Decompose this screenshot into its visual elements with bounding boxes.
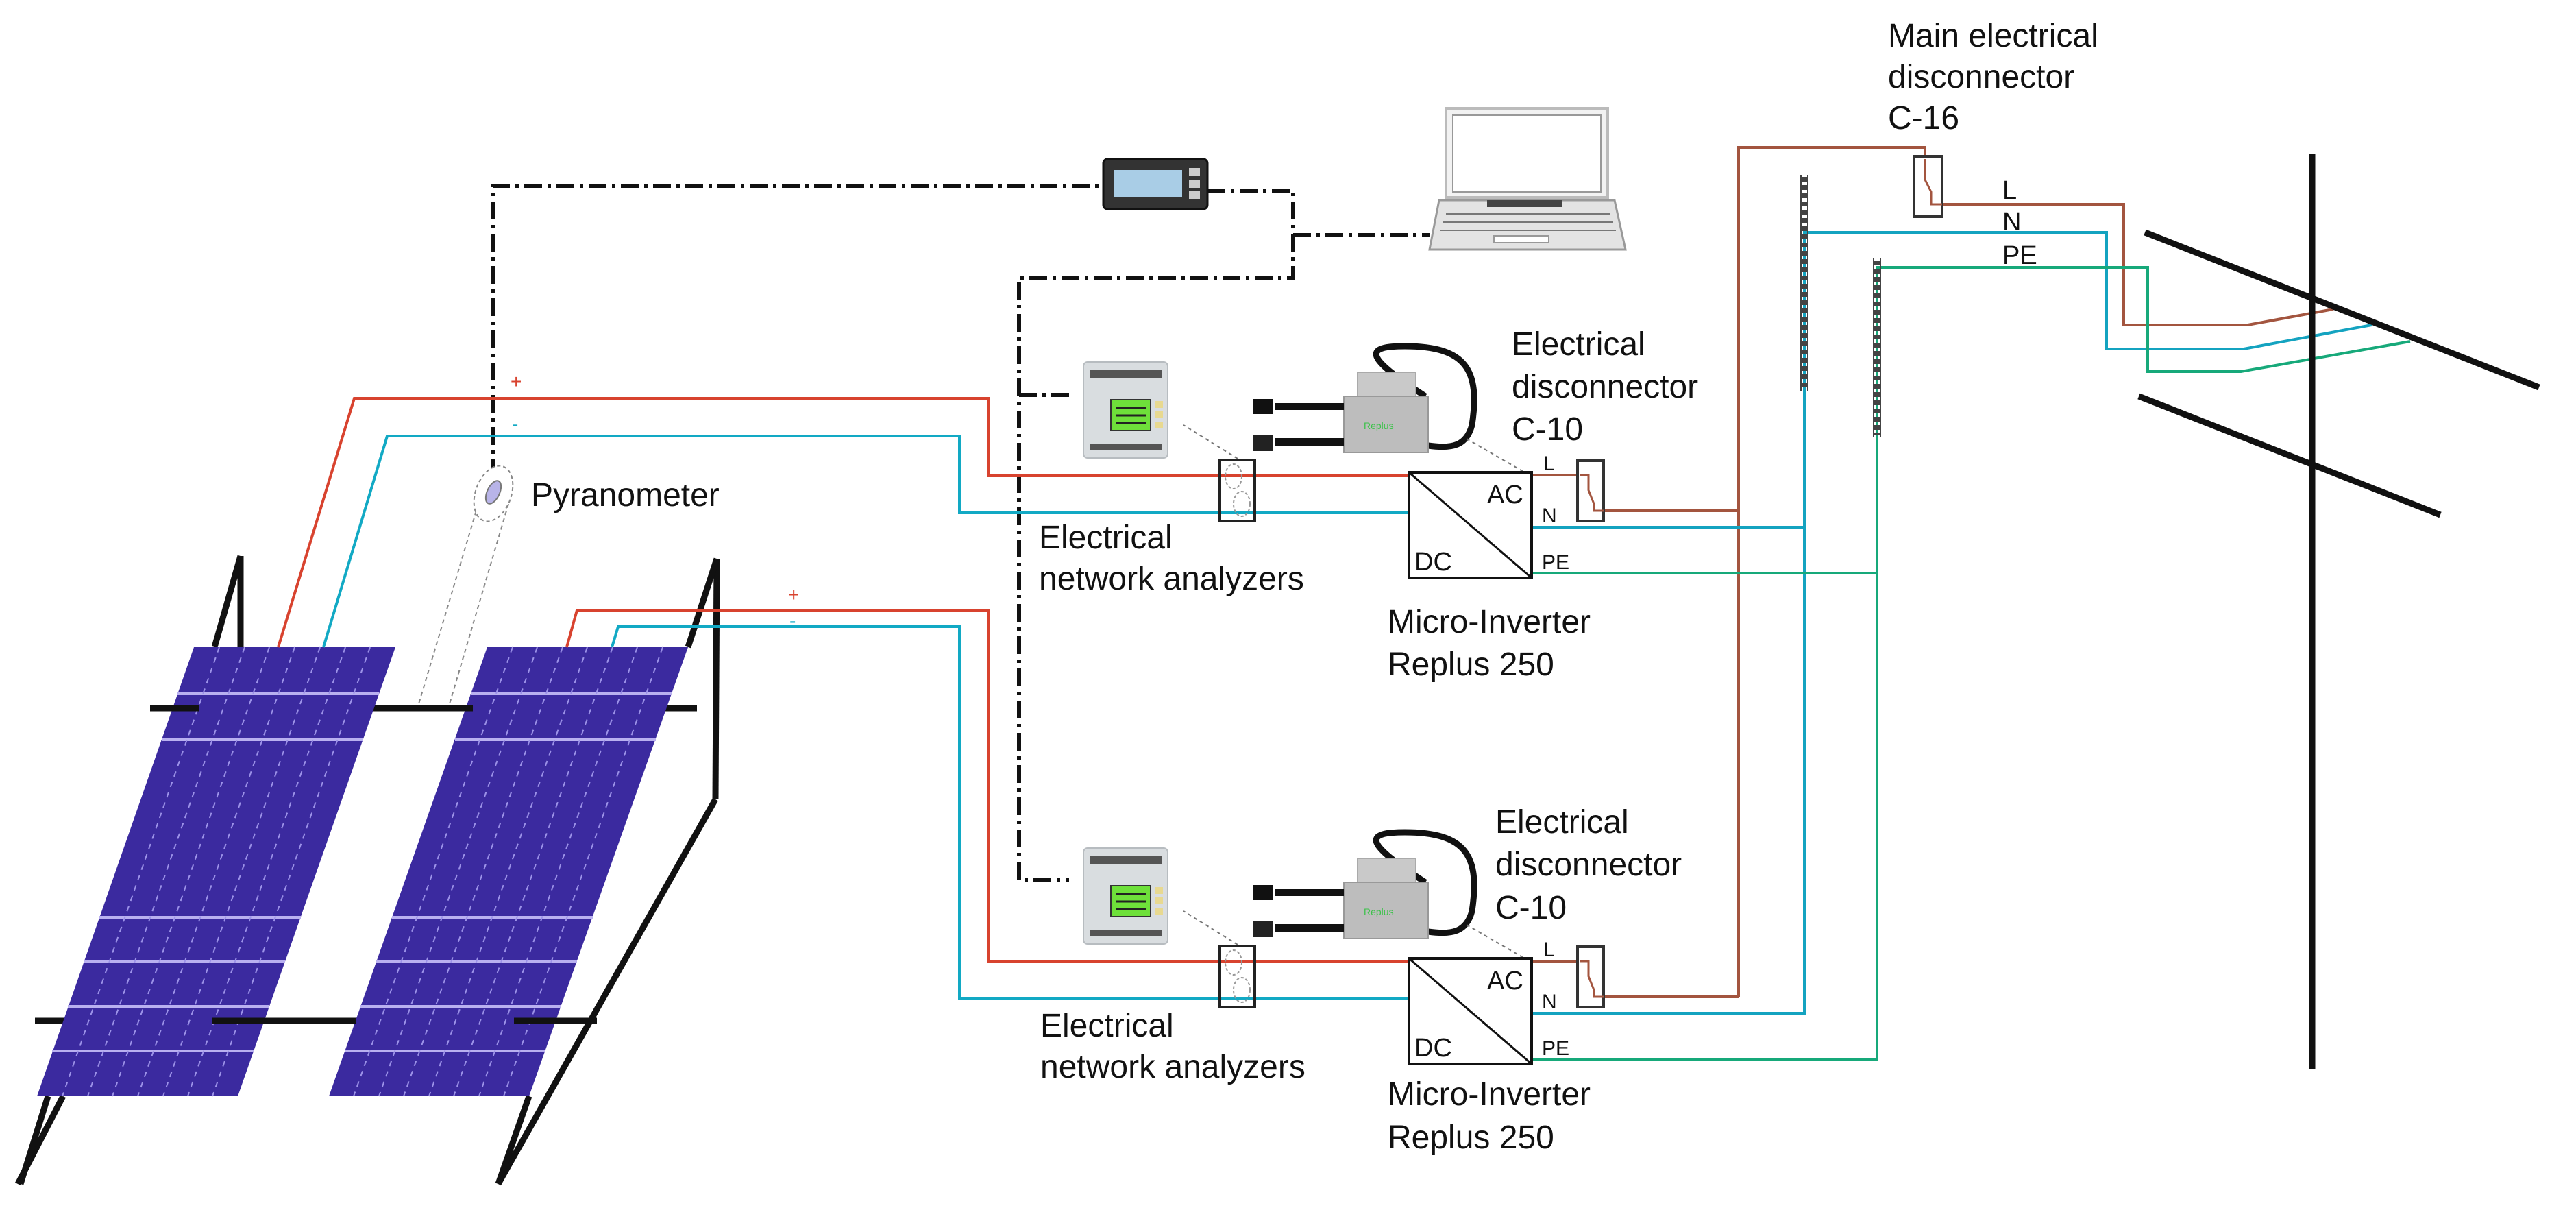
- micro-inverter-icon: Replus: [1253, 343, 1477, 453]
- network-analyzer-icon: [1083, 361, 1168, 459]
- utility-pole-icon: [2137, 154, 2540, 1069]
- disconnector-label-2: disconnector: [1495, 847, 1682, 883]
- dc-label: DC: [1414, 1034, 1452, 1063]
- dc-minus-label: -: [512, 413, 518, 435]
- main-disconnector-label-3: C-16: [1888, 100, 1959, 136]
- ac-wires: [1532, 146, 2411, 1061]
- branch-1: Electrical network analyzers Replus AC D…: [1039, 326, 1698, 683]
- current-sensor-icon: [1218, 945, 1256, 1008]
- network-analyzer-icon: [1083, 847, 1168, 945]
- inverter-label-2: Replus 250: [1388, 646, 1554, 683]
- L-label: L: [1543, 939, 1555, 961]
- sensor-link: [1183, 910, 1238, 945]
- dc-minus-label: -: [789, 610, 796, 631]
- analyzer-label-2: network analyzers: [1040, 1049, 1305, 1085]
- N-label: N: [1542, 505, 1557, 527]
- dc-plus-label: +: [511, 371, 522, 392]
- inverter-symbol: [1408, 471, 1533, 579]
- L-label: L: [1543, 452, 1555, 475]
- PE-label: PE: [1542, 551, 1569, 574]
- disconnector-label-3: C-10: [1495, 890, 1567, 926]
- data-logger-icon: [1102, 158, 1209, 210]
- micro-inverter-icon: Replus: [1253, 829, 1477, 939]
- sensor-link: [1183, 424, 1238, 459]
- busbar-icon: [1873, 258, 1881, 437]
- main-disconnector-label-2: disconnector: [1888, 59, 2074, 95]
- breaker-icon: [1576, 459, 1605, 522]
- inverter-brand-mark: Replus: [1364, 906, 1394, 917]
- analyzer-label-1: Electrical: [1040, 1008, 1174, 1044]
- inverter-label-1: Micro-Inverter: [1388, 604, 1591, 640]
- breaker-icon: [1576, 945, 1605, 1008]
- ac-label: AC: [1487, 481, 1523, 509]
- main-N-label: N: [2002, 208, 2021, 237]
- main-PE-label: PE: [2002, 241, 2037, 270]
- disconnector-label-1: Electrical: [1512, 326, 1645, 363]
- ac-label: AC: [1487, 967, 1523, 995]
- inverter-symbol: [1408, 957, 1533, 1065]
- inverter-link: [1466, 924, 1525, 959]
- laptop-icon: [1428, 107, 1627, 251]
- analyzer-label-2: network analyzers: [1039, 561, 1304, 597]
- busbar-icon: [1800, 175, 1808, 391]
- branch-2: Replus Electrical network analyzers AC D…: [1040, 804, 1682, 1156]
- PE-label: PE: [1542, 1037, 1569, 1060]
- dc-wires: [277, 397, 1409, 1000]
- inverter-brand-mark: Replus: [1364, 420, 1394, 431]
- communication-lines: [491, 184, 1430, 882]
- analyzer-label-1: Electrical: [1039, 520, 1173, 556]
- inverter-label-1: Micro-Inverter: [1388, 1076, 1591, 1113]
- disconnector-label-1: Electrical: [1495, 804, 1629, 840]
- main-L-label: L: [2002, 176, 2017, 205]
- disconnector-label-2: disconnector: [1512, 369, 1698, 405]
- solar-array: [15, 555, 720, 1186]
- solar-panel-icon: [329, 646, 688, 1097]
- inverter-link: [1466, 438, 1525, 473]
- dc-plus-label: +: [788, 584, 799, 605]
- N-label: N: [1542, 991, 1557, 1013]
- inverter-label-2: Replus 250: [1388, 1120, 1554, 1156]
- current-sensor-icon: [1218, 459, 1256, 522]
- main-disconnector-label-1: Main electrical: [1888, 18, 2098, 54]
- solar-panel-icon: [37, 646, 395, 1097]
- pyranometer-label: Pyranometer: [531, 477, 720, 513]
- main-breaker-icon: [1913, 155, 1943, 218]
- dc-label: DC: [1414, 548, 1452, 577]
- pyranometer-icon: [417, 465, 514, 707]
- disconnector-label-3: C-10: [1512, 411, 1583, 448]
